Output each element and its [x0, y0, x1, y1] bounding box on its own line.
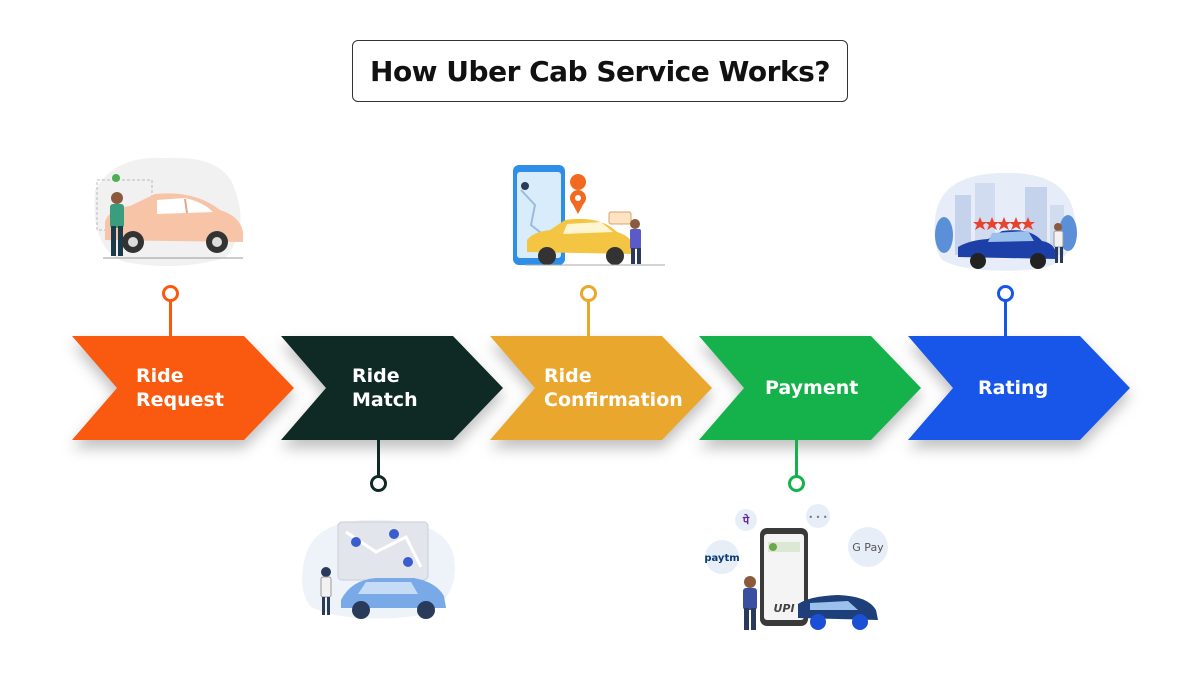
chevron-shape: [490, 336, 712, 440]
gpay-logo-icon: G Pay: [852, 541, 884, 554]
step-ride-confirmation: Ride Confirmation: [490, 336, 712, 440]
step-label: Ride Request: [136, 336, 224, 440]
svg-text:• • •: • • •: [808, 513, 827, 522]
connector-line: [169, 300, 172, 340]
upi-logo-icon: UPI: [773, 602, 794, 615]
step-label: Ride Match: [352, 336, 418, 440]
step-label-line: Ride: [352, 365, 400, 387]
step-label-line: Payment: [765, 377, 859, 399]
step-rating: Rating: [908, 336, 1130, 440]
step-ride-request: Ride Request: [72, 336, 294, 440]
step-label: Rating: [978, 336, 1048, 440]
phone-map-car-illustration-icon: [513, 165, 665, 266]
step-label: Ride Confirmation: [544, 336, 683, 440]
step-label-line: Confirmation: [544, 389, 683, 411]
step-label-line: Ride: [136, 365, 184, 387]
phonepe-logo-icon: पे: [742, 513, 750, 527]
step-ride-match: Ride Match: [281, 336, 503, 440]
chevron-shape: [908, 336, 1130, 440]
connector-line: [1004, 300, 1007, 340]
upi-payment-illustration-icon: पे paytm G Pay • • • UPI: [704, 504, 888, 630]
map-match-illustration-icon: [302, 519, 455, 619]
step-label-line: Ride: [544, 365, 592, 387]
chevron-shape: [281, 336, 503, 440]
connector-node: [162, 285, 179, 302]
step-label: Payment: [765, 336, 858, 440]
step-payment: Payment: [699, 336, 921, 440]
chevron-shape: [72, 336, 294, 440]
paytm-logo-icon: paytm: [704, 553, 739, 564]
city-car-rating-illustration-icon: [934, 172, 1077, 271]
step-label-line: Request: [136, 389, 224, 411]
connector-node: [370, 475, 387, 492]
car-passenger-illustration-icon: [94, 157, 243, 267]
step-label-line: Rating: [978, 377, 1049, 399]
chevron-shape: [699, 336, 921, 440]
connector-line: [587, 300, 590, 362]
connector-node: [788, 475, 805, 492]
page-title: How Uber Cab Service Works?: [370, 54, 830, 88]
connector-node: [580, 285, 597, 302]
connector-node: [997, 285, 1014, 302]
connector-line: [377, 436, 380, 476]
connector-line: [795, 436, 798, 476]
star-rating-icon: [973, 217, 1035, 230]
step-label-line: Match: [352, 389, 418, 411]
title-box: How Uber Cab Service Works?: [352, 40, 848, 102]
